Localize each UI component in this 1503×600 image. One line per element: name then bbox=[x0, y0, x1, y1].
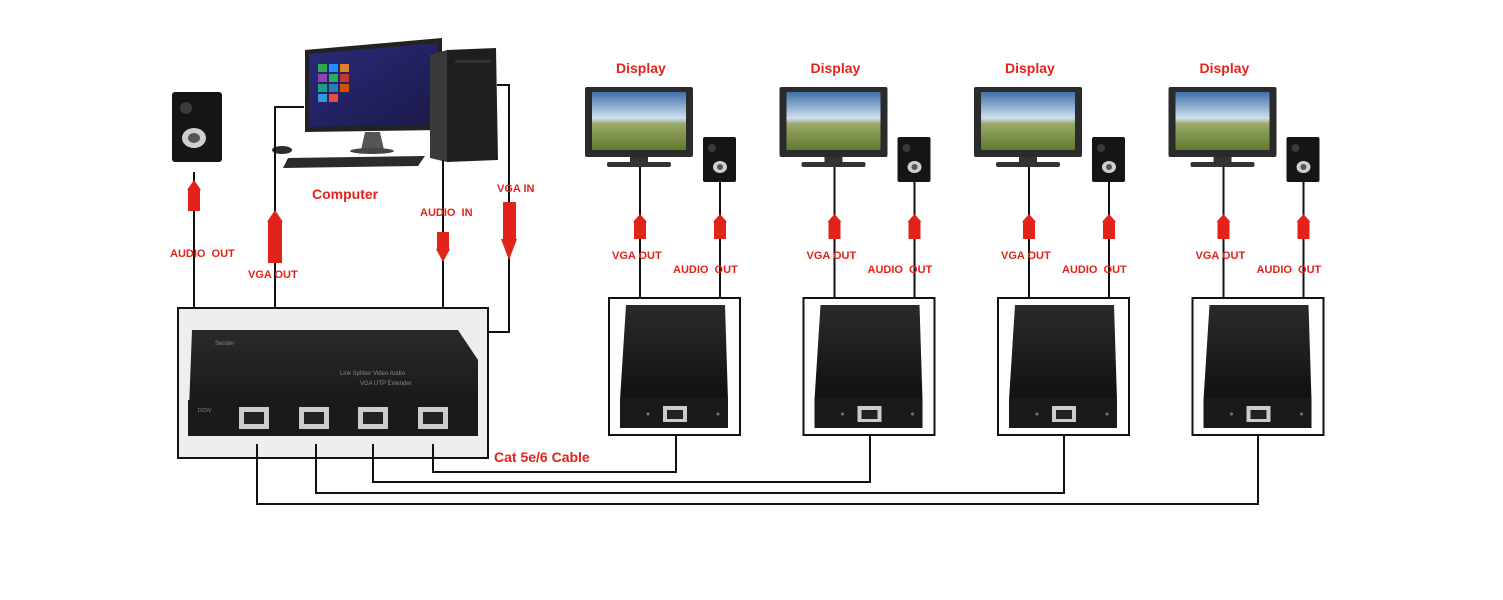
display-label: Display bbox=[616, 60, 666, 76]
rj45-port-icon bbox=[299, 407, 329, 429]
display-icon bbox=[974, 87, 1082, 167]
cat-cables bbox=[256, 432, 1259, 505]
svg-text:Sender: Sender bbox=[215, 341, 234, 347]
audio-out-arrow-icon bbox=[713, 214, 727, 239]
audio-out-label: AUDIO OUT bbox=[1062, 264, 1127, 276]
audio-out-label: AUDIO OUT bbox=[170, 248, 235, 260]
rj45-port-icon bbox=[358, 407, 388, 429]
audio-out-arrow-icon bbox=[907, 214, 922, 239]
vga-out-arrow-icon bbox=[633, 214, 647, 239]
speaker-icon bbox=[1286, 137, 1320, 182]
vga-out-arrow-icon bbox=[1216, 214, 1231, 239]
vga-out-label: VGA OUT bbox=[807, 250, 857, 262]
cable-label: Cat 5e/6 Cable bbox=[494, 449, 590, 465]
receiver-4: Display VGA OUT bbox=[1168, 60, 1325, 436]
vga-out-arrow-icon bbox=[827, 214, 842, 239]
source-speaker bbox=[172, 92, 222, 162]
vga-in-arrow-icon bbox=[501, 202, 517, 260]
vga-utp-receiver-icon bbox=[1203, 305, 1312, 428]
vga-utp-receiver-icon bbox=[1009, 305, 1117, 428]
audio-out-arrow-icon bbox=[1296, 214, 1311, 239]
audio-out-label: AUDIO OUT bbox=[868, 264, 933, 276]
display-label: Display bbox=[811, 60, 861, 76]
display-label: Display bbox=[1005, 60, 1055, 76]
speaker-icon bbox=[172, 92, 222, 162]
sender-unit: Sender Link Splitter Video Audio VGA UTP… bbox=[177, 307, 489, 459]
vga-utp-receiver-icon bbox=[620, 305, 728, 428]
display-icon bbox=[1168, 87, 1277, 167]
receiver-2: Display VGA OUT bbox=[779, 60, 936, 436]
vga-out-arrow-icon bbox=[1022, 214, 1036, 239]
svg-text:Link Splitter Video Audio: Link Splitter Video Audio bbox=[340, 371, 406, 377]
vga-out-label: VGA OUT bbox=[1001, 250, 1051, 262]
display-label: Display bbox=[1200, 60, 1250, 76]
svg-text:DC5V: DC5V bbox=[198, 408, 212, 414]
audio-in-arrow-icon bbox=[436, 232, 450, 262]
rj45-port-icon bbox=[239, 407, 269, 429]
speaker-icon bbox=[703, 137, 736, 182]
vga-utp-sender-icon: Sender Link Splitter Video Audio VGA UTP… bbox=[188, 330, 478, 436]
display-icon bbox=[585, 87, 693, 167]
vga-out-label: VGA OUT bbox=[248, 269, 298, 281]
receiver-3: Display VGA OUT bbox=[974, 60, 1130, 436]
audio-out-arrow-icon bbox=[187, 180, 201, 211]
audio-out-label: AUDIO OUT bbox=[673, 264, 738, 276]
vga-utp-receiver-icon bbox=[814, 305, 923, 428]
audio-in-label: AUDIO IN bbox=[420, 207, 473, 219]
speaker-icon bbox=[897, 137, 931, 182]
display-icon bbox=[779, 87, 888, 167]
audio-out-label: AUDIO OUT bbox=[1257, 264, 1322, 276]
speaker-icon bbox=[1092, 137, 1125, 182]
vga-out-label: VGA OUT bbox=[612, 250, 662, 262]
desktop-computer-icon bbox=[272, 38, 498, 168]
vga-in-label: VGA IN bbox=[497, 183, 535, 195]
receiver-1: Display VGA OUT bbox=[585, 60, 741, 436]
vga-out-arrow-icon bbox=[267, 210, 283, 263]
desktop-computer: Computer bbox=[272, 38, 498, 202]
source-arrows bbox=[187, 180, 517, 263]
computer-label: Computer bbox=[312, 186, 379, 202]
vga-out-label: VGA OUT bbox=[1196, 250, 1246, 262]
audio-out-arrow-icon bbox=[1102, 214, 1116, 239]
svg-text:VGA UTP Extender: VGA UTP Extender bbox=[360, 381, 412, 387]
rj45-port-icon bbox=[418, 407, 448, 429]
